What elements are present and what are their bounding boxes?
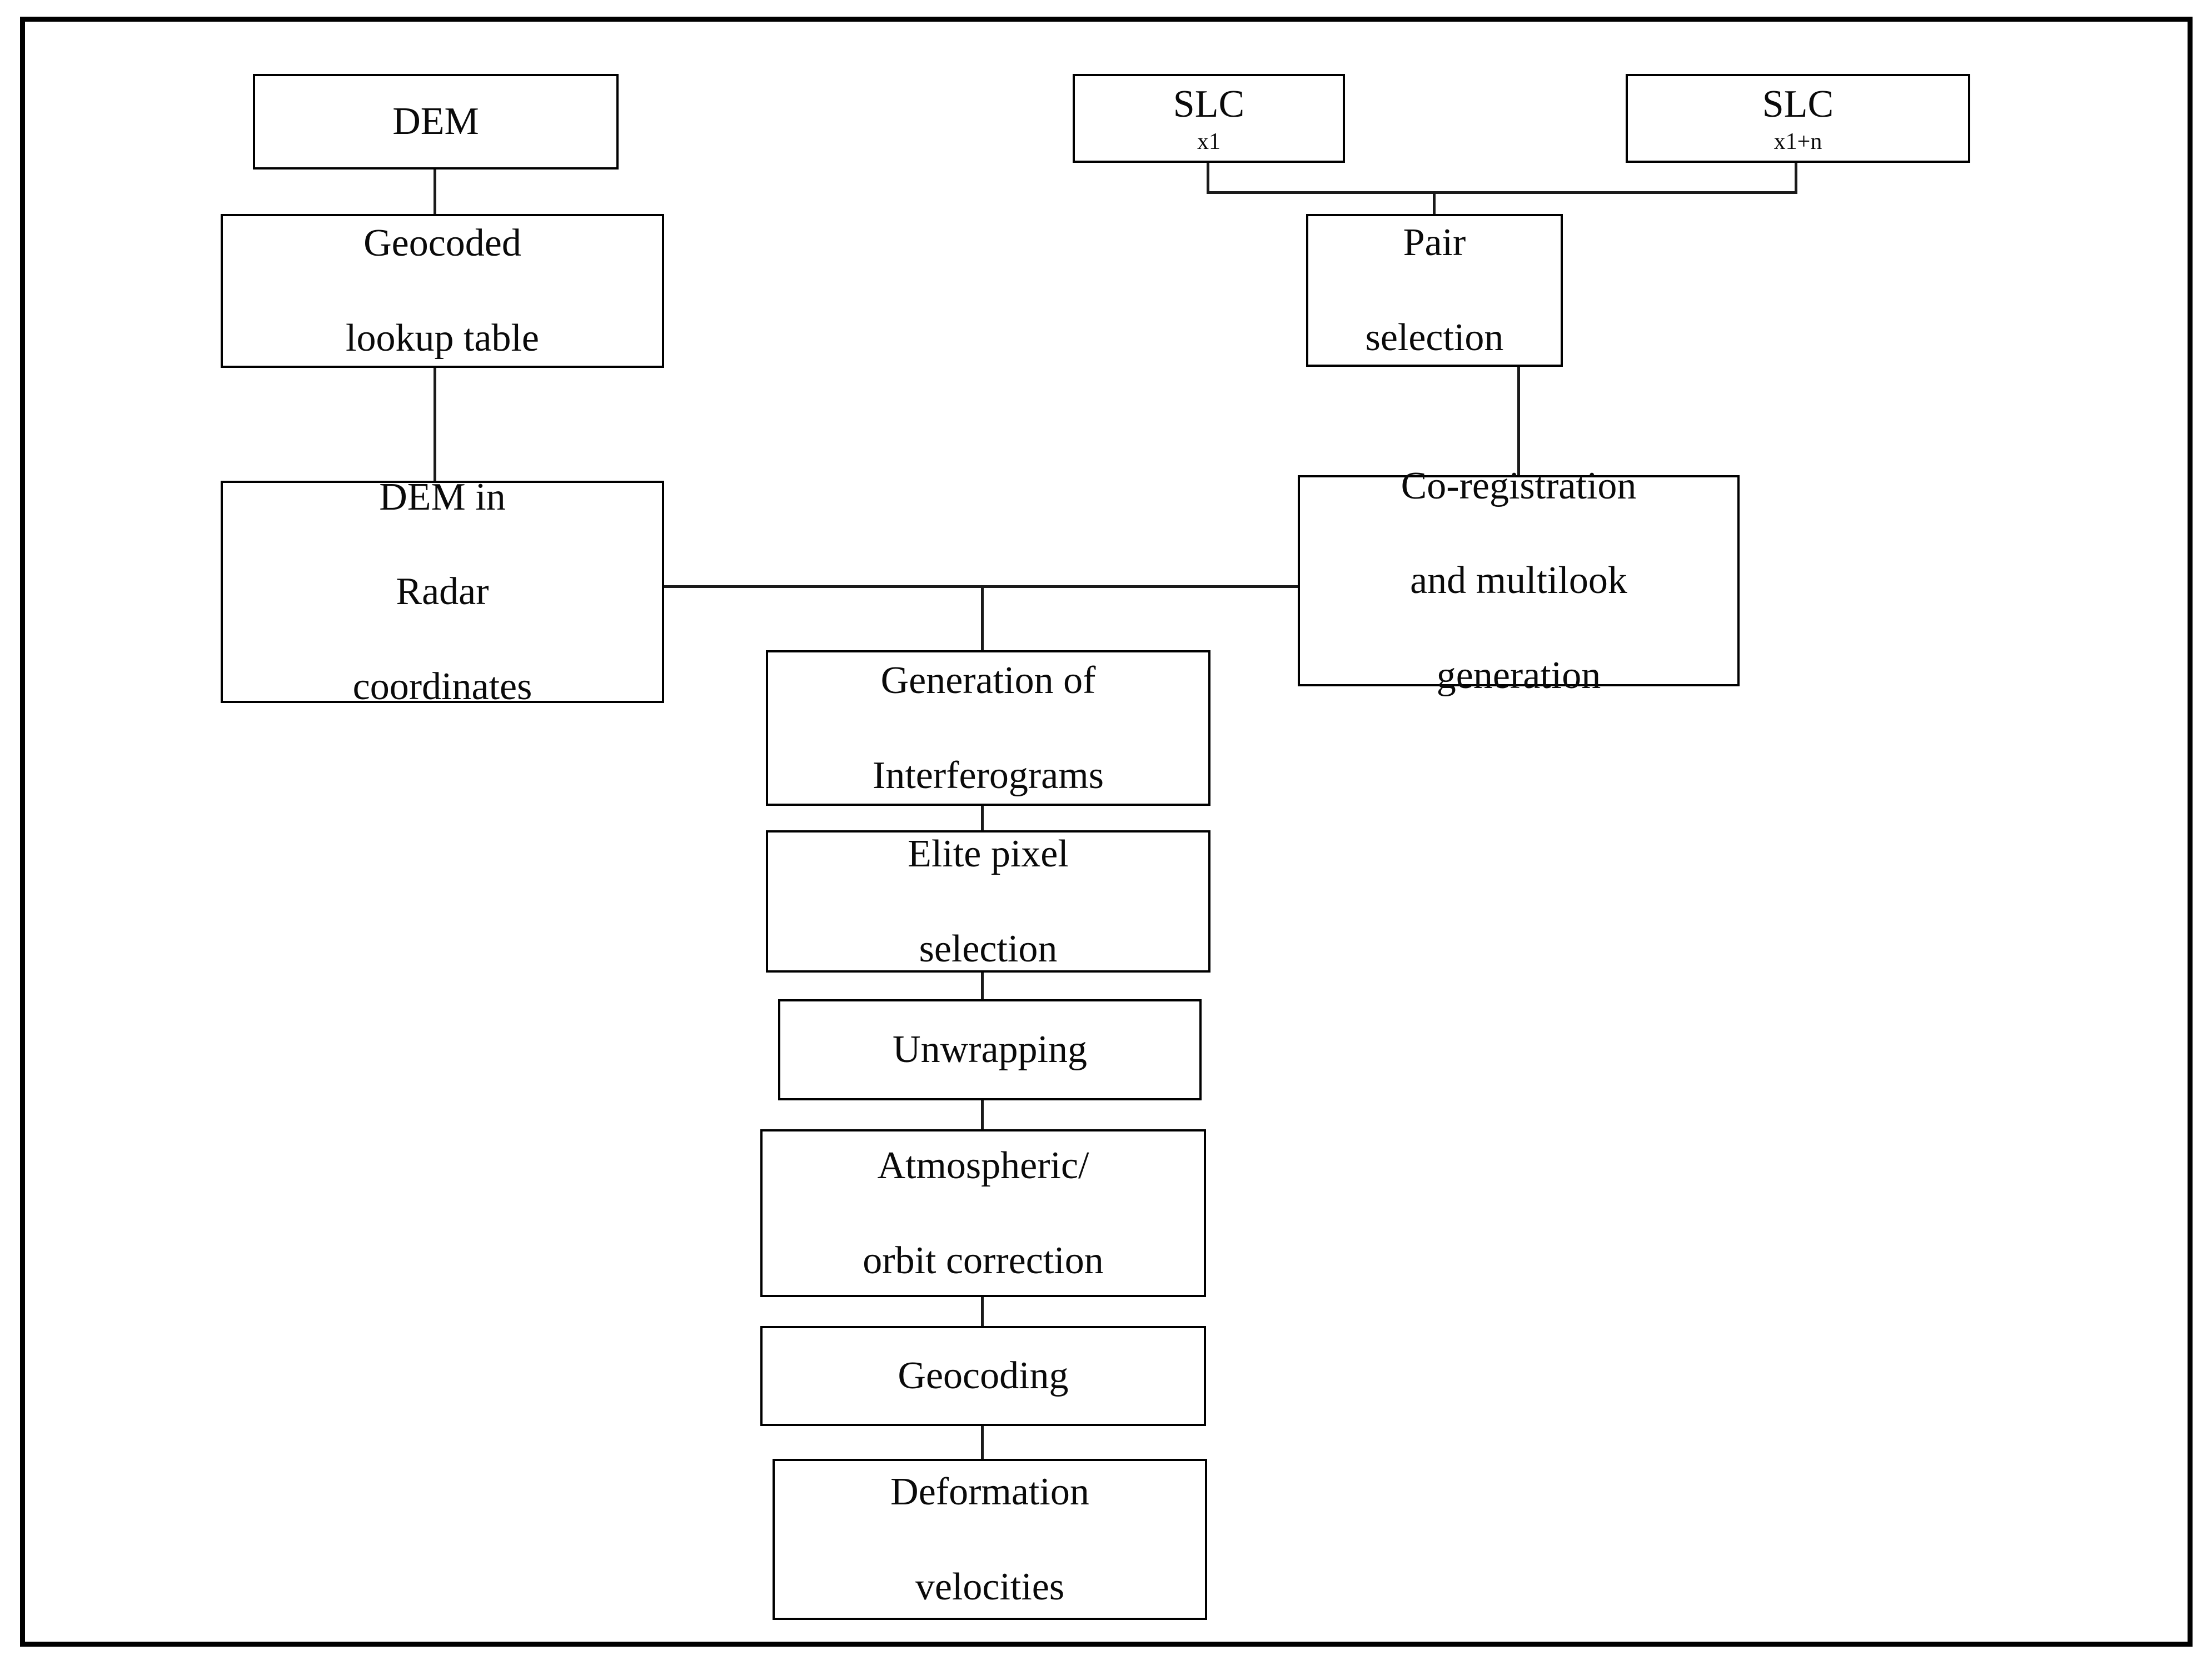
node-generation-line2: Interferograms xyxy=(873,754,1104,797)
node-deformation-velocities[interactable]: Deformation velocities xyxy=(773,1459,1207,1620)
edge-spine-to-generation-interferograms xyxy=(981,585,984,652)
node-geocoding-label: Geocoding xyxy=(898,1354,1069,1398)
node-coregistration-line1: Co-registration xyxy=(1401,464,1637,507)
node-dem-radar-coordinates[interactable]: DEM in Radar coordinates xyxy=(221,476,664,708)
node-slc-x1n-subscript: x1+n xyxy=(1773,129,1822,155)
edge-slc-x1n-drop xyxy=(1795,162,1797,193)
node-dem-label: DEM xyxy=(392,100,479,143)
node-geocoded-lookup-line2: lookup table xyxy=(346,317,539,360)
edge-dem-to-geocoded-lookup xyxy=(434,168,436,215)
edge-unwrapping-to-atmospheric xyxy=(981,1099,984,1130)
node-pair-selection[interactable]: Pair selection xyxy=(1306,214,1563,367)
edge-slc-bracket xyxy=(1207,191,1797,194)
node-dem-radar-line3: coordinates xyxy=(352,665,532,709)
node-coregistration-line3: generation xyxy=(1436,654,1601,697)
node-geocoded-lookup-table[interactable]: Geocoded lookup table xyxy=(221,214,664,368)
edge-geocoded-lookup-to-dem-radar xyxy=(434,367,436,482)
edge-pair-selection-to-coregistration xyxy=(1517,366,1520,477)
node-elite-pixel-line1: Elite pixel xyxy=(908,832,1069,875)
node-generation-line1: Generation of xyxy=(880,659,1096,702)
node-generation-interferograms[interactable]: Generation of Interferograms xyxy=(766,650,1210,806)
node-atmospheric-line1: Atmospheric/ xyxy=(877,1144,1089,1187)
node-dem-radar-line2: Radar xyxy=(396,570,489,614)
node-elite-pixel-selection[interactable]: Elite pixel selection xyxy=(766,830,1210,973)
node-dem-radar-line1: DEM in xyxy=(379,475,506,519)
edge-slc-bracket-to-pair-selection xyxy=(1433,191,1436,215)
node-deformation-line1: Deformation xyxy=(890,1470,1089,1513)
edge-atmospheric-to-geocoding xyxy=(981,1296,984,1327)
node-pair-selection-line1: Pair xyxy=(1403,221,1466,265)
node-coregistration-line2: and multilook xyxy=(1410,559,1627,602)
edge-generation-to-elite-pixel xyxy=(981,805,984,831)
diagram-frame xyxy=(20,17,2193,1647)
node-slc-x1-subscript: x1 xyxy=(1197,129,1220,155)
node-pair-selection-line2: selection xyxy=(1365,316,1504,360)
node-geocoding[interactable]: Geocoding xyxy=(760,1326,1206,1426)
node-geocoded-lookup-line1: Geocoded xyxy=(363,222,521,265)
edge-slc-x1-drop xyxy=(1207,162,1209,193)
node-atmospheric-line2: orbit correction xyxy=(863,1239,1104,1282)
node-dem[interactable]: DEM xyxy=(253,74,619,170)
node-deformation-line2: velocities xyxy=(915,1565,1065,1608)
edge-geocoding-to-deformation xyxy=(981,1425,984,1460)
node-coregistration-multilook[interactable]: Co-registration and multilook generation xyxy=(1298,465,1740,697)
node-unwrapping[interactable]: Unwrapping xyxy=(778,999,1202,1100)
node-elite-pixel-line2: selection xyxy=(919,927,1058,970)
node-unwrapping-label: Unwrapping xyxy=(893,1028,1087,1071)
node-atmospheric-orbit-correction[interactable]: Atmospheric/ orbit correction xyxy=(760,1129,1206,1297)
edge-elite-pixel-to-unwrapping xyxy=(981,971,984,1000)
